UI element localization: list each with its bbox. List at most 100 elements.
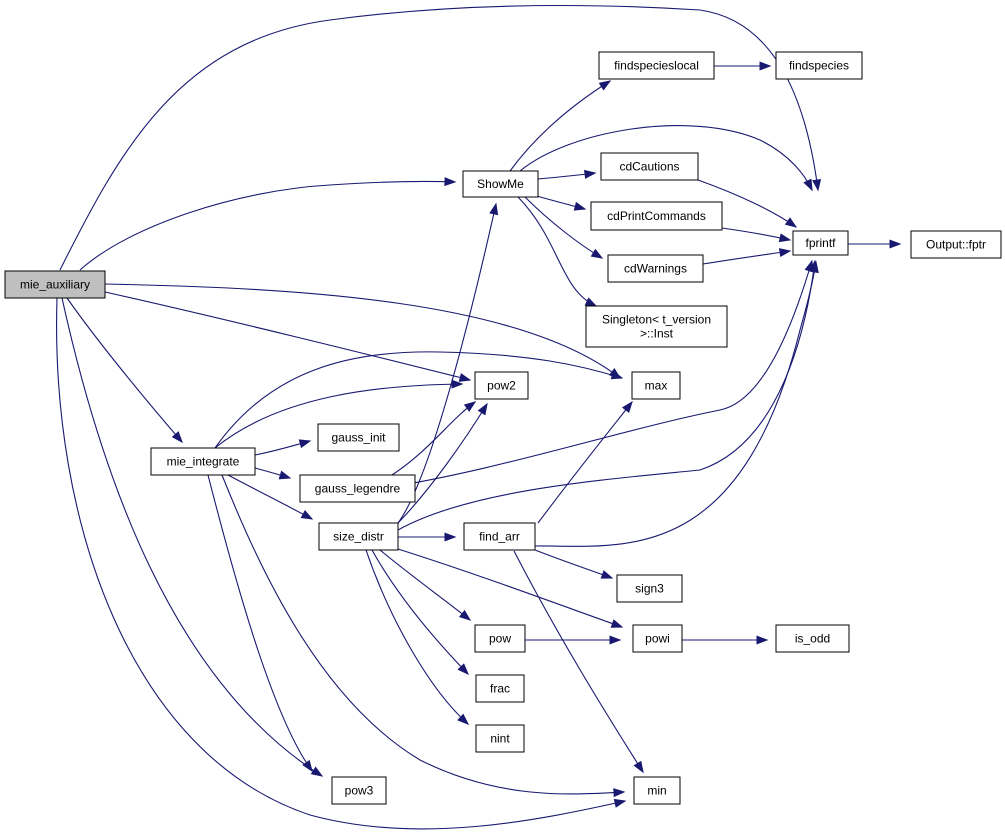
edge-line	[379, 549, 471, 621]
edge-mie_auxiliary-to-mie_integrate	[66, 297, 183, 444]
edge-line	[537, 401, 633, 524]
edge-ShowMe-to-findspecieslocal	[509, 80, 612, 172]
arrowhead	[803, 178, 813, 192]
arrowhead	[457, 713, 470, 725]
edge-mie_integrate-to-pow2	[214, 379, 464, 449]
node-cdcautions[interactable]: cdCautions	[600, 152, 699, 181]
node-gauss-init[interactable]: gauss_init	[317, 423, 400, 452]
node-label: is_odd	[795, 632, 830, 646]
arrowhead	[458, 373, 472, 382]
edge-line	[397, 260, 816, 531]
edge-line	[383, 260, 813, 489]
node-box	[462, 170, 539, 198]
node-size-distr[interactable]: size_distr	[318, 522, 399, 551]
node-label: mie_auxiliary	[20, 278, 90, 292]
node-frac[interactable]: frac	[475, 674, 525, 703]
edge-line	[104, 283, 621, 379]
node-singleton[interactable]: Singleton< t_version>::Inst	[585, 305, 728, 348]
node-label: find_arr	[479, 530, 520, 544]
edge-line	[509, 80, 611, 172]
node-layer: mie_auxiliaryfprintfShowMemie_integratep…	[4, 51, 1002, 805]
node-label: gauss_legendre	[315, 482, 401, 496]
edge-pow-to-powi	[524, 635, 622, 645]
node-gauss-legendre[interactable]: gauss_legendre	[299, 474, 416, 503]
node-cdprintcommands[interactable]: cdPrintCommands	[590, 201, 723, 231]
node-label: cdPrintCommands	[607, 209, 706, 223]
edge-find_arr-to-fprintf	[534, 260, 819, 547]
edge-find_arr-to-sign3	[529, 547, 614, 579]
node-label: cdCautions	[619, 160, 679, 174]
arrowhead	[778, 233, 792, 243]
node-pow3[interactable]: pow3	[331, 776, 387, 805]
node-label: sign3	[635, 582, 664, 596]
node-label: gauss_init	[331, 431, 386, 445]
node-box	[792, 230, 849, 256]
node-showme[interactable]: ShowMe	[462, 170, 539, 198]
node-cdwarnings[interactable]: cdWarnings	[607, 254, 704, 283]
node-box	[463, 522, 536, 551]
node-is-odd[interactable]: is_odd	[775, 624, 850, 653]
edge-mie_integrate-to-min	[221, 474, 626, 798]
node-min[interactable]: min	[633, 776, 681, 805]
arrowhead	[457, 663, 469, 676]
arrowhead	[489, 202, 499, 216]
node-fprintf[interactable]: fprintf	[792, 230, 849, 256]
node-mie-auxiliary[interactable]: mie_auxiliary	[4, 270, 106, 299]
edge-find_arr-to-min	[513, 550, 644, 774]
node-findspecieslocal[interactable]: findspecieslocal	[598, 51, 715, 80]
node-nint[interactable]: nint	[475, 724, 525, 753]
arrowhead	[600, 570, 614, 579]
edge-findspecieslocal-to-findspecies	[713, 61, 772, 71]
node-box	[631, 371, 681, 400]
edge-line	[214, 351, 623, 449]
arrowhead	[584, 169, 597, 179]
edge-size_distr-to-powi	[397, 548, 624, 628]
arrowhead	[812, 178, 822, 192]
node-label: pow	[489, 632, 511, 646]
arrowhead	[171, 431, 183, 444]
node-output-fptr[interactable]: Output::fptr	[910, 230, 1002, 259]
edge-gauss_legendre-to-pow2	[391, 401, 477, 476]
node-box	[775, 51, 863, 80]
node-label: cdWarnings	[624, 262, 687, 276]
node-box	[299, 474, 416, 503]
edge-line	[397, 403, 488, 524]
node-find-arr[interactable]: find_arr	[463, 522, 536, 551]
node-findspecies[interactable]: findspecies	[775, 51, 863, 80]
edge-line	[207, 474, 313, 772]
node-box	[150, 447, 256, 476]
edge-line	[517, 196, 597, 307]
edge-layer	[56, 4, 902, 830]
node-box	[775, 624, 850, 653]
arrowhead	[609, 635, 622, 645]
edge-find_arr-to-max	[537, 400, 633, 524]
arrowhead	[463, 401, 477, 412]
edge-line	[104, 291, 471, 381]
arrowhead	[451, 379, 464, 389]
node-label: Output::fptr	[926, 238, 986, 252]
edge-mie_integrate-to-size_distr	[227, 474, 314, 520]
edge-line	[397, 548, 623, 628]
arrowhead	[584, 297, 598, 307]
edge-line	[61, 297, 323, 777]
edge-line	[66, 297, 183, 443]
arrowhead	[756, 635, 769, 645]
node-sign3[interactable]: sign3	[616, 574, 683, 603]
node-max[interactable]: max	[631, 371, 681, 400]
edge-mie_integrate-to-max	[214, 351, 624, 449]
edge-line	[79, 180, 456, 271]
edge-ShowMe-to-cdCautions	[537, 169, 597, 180]
node-powi[interactable]: powi	[632, 624, 683, 653]
node-label: findspecies	[789, 59, 849, 73]
node-mie-integrate[interactable]: mie_integrate	[150, 447, 256, 476]
node-pow[interactable]: pow	[474, 624, 526, 653]
node-pow2[interactable]: pow2	[474, 371, 529, 400]
edge-line	[365, 549, 469, 725]
edge-line	[59, 4, 819, 271]
edge-size_distr-to-nint	[365, 549, 470, 725]
node-label: powi	[645, 632, 670, 646]
arrowhead	[477, 402, 488, 416]
edge-line	[524, 196, 603, 259]
edge-line	[371, 549, 469, 675]
